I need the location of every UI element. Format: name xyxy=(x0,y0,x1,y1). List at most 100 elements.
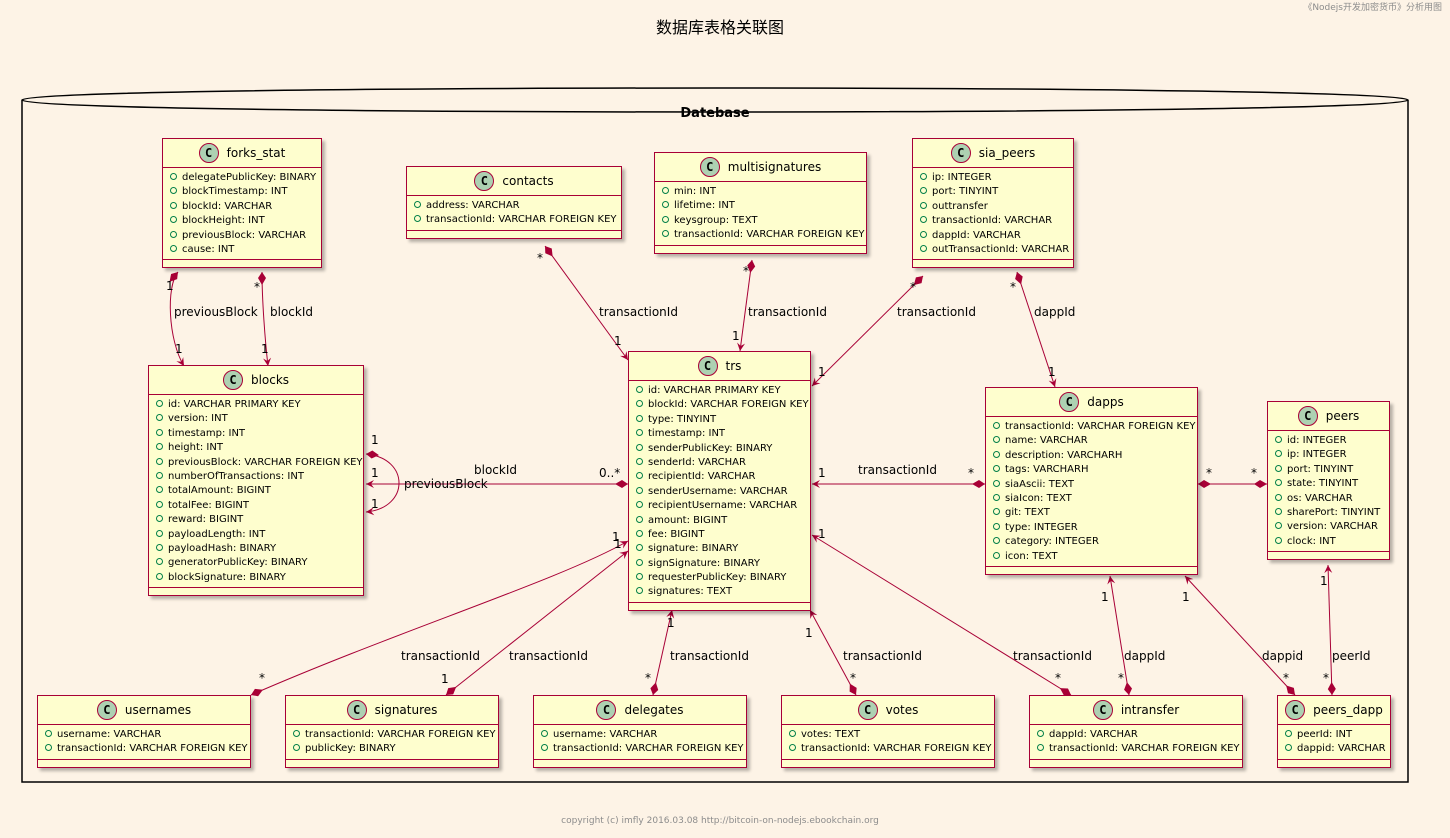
class-c-icon: C xyxy=(950,143,971,163)
class-field: keysgroup: TEXT xyxy=(655,214,866,228)
field-text: blockId: VARCHAR FOREIGN KEY xyxy=(648,399,809,411)
relation-signatures-to-trs xyxy=(445,550,629,696)
field-text: recipientUsername: VARCHAR xyxy=(648,500,798,512)
public-visibility-icon xyxy=(636,486,643,494)
public-visibility-icon xyxy=(170,201,177,209)
class-field: name: VARCHAR xyxy=(986,434,1197,448)
field-text: id: VARCHAR PRIMARY KEY xyxy=(168,399,301,410)
public-visibility-icon xyxy=(993,551,1000,559)
diagram-title: 数据库表格关联图 xyxy=(655,18,784,37)
relation-label: transactionId xyxy=(748,305,827,319)
field-text: numberOfTransactions: INT xyxy=(168,470,304,482)
class-field: blockSignature: BINARY xyxy=(149,571,363,585)
relation-label: transactionId xyxy=(843,649,922,663)
field-text: git: TEXT xyxy=(1005,507,1050,519)
field-text: signature: BINARY xyxy=(648,543,739,555)
public-visibility-icon xyxy=(1275,450,1282,458)
class-name: signatures xyxy=(374,703,438,717)
multiplicity-label: 1 xyxy=(1048,365,1056,379)
public-visibility-icon xyxy=(1285,744,1292,752)
field-text: amount: BIGINT xyxy=(648,514,728,526)
multiplicity-label: 1 xyxy=(371,497,379,511)
public-visibility-icon xyxy=(636,587,643,595)
class-field: transactionId: VARCHAR FOREIGN KEY xyxy=(407,213,621,227)
field-text: timestamp: INT xyxy=(168,427,246,439)
class-field: signSignature: BINARY xyxy=(629,557,810,571)
relation-label: transactionId xyxy=(670,649,749,663)
multiplicity-label: * xyxy=(1118,671,1124,685)
field-text: payloadHash: BINARY xyxy=(168,542,277,554)
public-visibility-icon xyxy=(293,730,300,737)
public-visibility-icon xyxy=(170,187,177,195)
class-field: dappId: VARCHAR xyxy=(1030,728,1242,742)
class-field: senderPublicKey: BINARY xyxy=(629,442,810,456)
class-field: ip: INTEGER xyxy=(913,171,1073,185)
class-field: timestamp: INT xyxy=(149,427,363,441)
footer-copyright: copyright (c) imfly 2016.03.08 http://bi… xyxy=(561,816,879,826)
relation-label: previousBlock xyxy=(404,477,488,491)
class-field: senderUsername: VARCHAR xyxy=(629,485,810,499)
public-visibility-icon xyxy=(414,201,421,208)
class-field: signature: BINARY xyxy=(629,542,810,556)
field-text: blockTimestamp: INT xyxy=(182,186,288,198)
public-visibility-icon xyxy=(789,730,796,737)
field-text: dappid: VARCHAR xyxy=(1297,743,1386,755)
multiplicity-label: 1 xyxy=(1320,574,1328,588)
field-text: category: INTEGER xyxy=(1005,536,1099,548)
field-text: height: INT xyxy=(168,442,223,454)
field-text: siaAscii: TEXT xyxy=(1005,478,1074,490)
public-visibility-icon xyxy=(156,471,163,479)
multiplicity-label: * xyxy=(1010,280,1016,294)
class-field: dappid: VARCHAR xyxy=(1278,742,1390,756)
class-field: previousBlock: VARCHAR FOREIGN KEY xyxy=(149,456,363,470)
relation-label: blockId xyxy=(270,305,313,319)
relation-label: transactionId xyxy=(509,649,588,663)
class-name: dapps xyxy=(1087,395,1124,409)
multiplicity-label: 1 xyxy=(614,537,622,551)
public-visibility-icon xyxy=(1037,730,1044,737)
public-visibility-icon xyxy=(636,501,643,509)
class-c-icon: C xyxy=(96,700,117,720)
relation-label: transactionId xyxy=(897,305,976,319)
public-visibility-icon xyxy=(920,216,927,224)
public-visibility-icon xyxy=(1285,730,1292,737)
public-visibility-icon xyxy=(156,486,163,494)
public-visibility-icon xyxy=(636,529,643,537)
field-text: transactionId: VARCHAR xyxy=(932,215,1053,227)
class-c-icon: C xyxy=(1297,406,1318,426)
public-visibility-icon xyxy=(170,216,177,224)
field-text: ip: INTEGER xyxy=(932,172,992,183)
class-field: blockHeight: INT xyxy=(163,214,321,228)
multiplicity-label: * xyxy=(1323,671,1329,685)
class-field: category: INTEGER xyxy=(986,535,1197,549)
field-text: siaIcon: TEXT xyxy=(1005,492,1072,504)
class-c-icon: C xyxy=(699,157,720,177)
field-text: publicKey: BINARY xyxy=(305,743,396,755)
public-visibility-icon xyxy=(156,572,163,580)
field-text: transactionId: VARCHAR FOREIGN KEY xyxy=(57,743,248,755)
class-c-icon: C xyxy=(474,171,495,191)
field-text: blockHeight: INT xyxy=(182,215,265,227)
class-c-icon: C xyxy=(1092,700,1113,720)
class-field: description: VARCHARH xyxy=(986,449,1197,463)
field-text: transactionId: VARCHAR FOREIGN KEY xyxy=(801,743,992,755)
field-text: outTransactionId: VARCHAR xyxy=(932,243,1070,255)
class-c-icon: C xyxy=(697,356,718,376)
class-name: trs xyxy=(725,359,742,373)
class-field: transactionId: VARCHAR FOREIGN KEY xyxy=(1030,742,1242,756)
multiplicity-label: 1 xyxy=(614,334,622,348)
public-visibility-icon xyxy=(636,457,643,465)
public-visibility-icon xyxy=(45,744,52,752)
field-text: delegatePublicKey: BINARY xyxy=(182,172,317,183)
